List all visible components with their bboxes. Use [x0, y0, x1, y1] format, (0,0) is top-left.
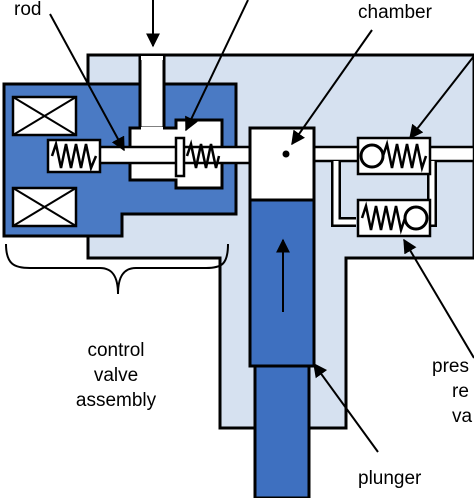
label-relief-line1: pres — [432, 356, 469, 377]
label-pressure-relief-valve: pres re va — [432, 356, 472, 428]
label-control-line1: control — [87, 340, 145, 361]
relief-valve-lower — [356, 198, 432, 238]
rod-leader — [49, 13, 125, 152]
label-plunger: plunger — [358, 468, 422, 489]
label-chamber: chamber — [358, 2, 432, 23]
label-rod: rod — [14, 0, 42, 20]
valve-spring — [185, 139, 221, 169]
solenoid-spring — [46, 138, 102, 174]
valve-head — [174, 136, 186, 178]
label-control-valve-assembly: control valve assembly — [56, 340, 176, 412]
relief-valve-upper — [356, 136, 432, 176]
coil-winding-top — [11, 95, 78, 137]
plunger-leader — [313, 362, 379, 453]
label-control-line2: valve — [93, 365, 139, 386]
inlet-passage — [138, 54, 166, 140]
relief-lower-leader — [403, 238, 474, 359]
chamber-leader — [291, 29, 373, 146]
assembly-brace — [5, 243, 229, 295]
coil-winding-bottom — [11, 186, 78, 228]
relief-upper-leader — [409, 55, 474, 140]
valve-leader — [185, 0, 249, 132]
plunger-lower — [253, 364, 311, 498]
pressure-chamber — [248, 126, 316, 202]
label-relief-line2: re — [452, 381, 469, 402]
label-relief-line3: va — [452, 406, 473, 427]
label-control-line3: assembly — [75, 390, 157, 411]
